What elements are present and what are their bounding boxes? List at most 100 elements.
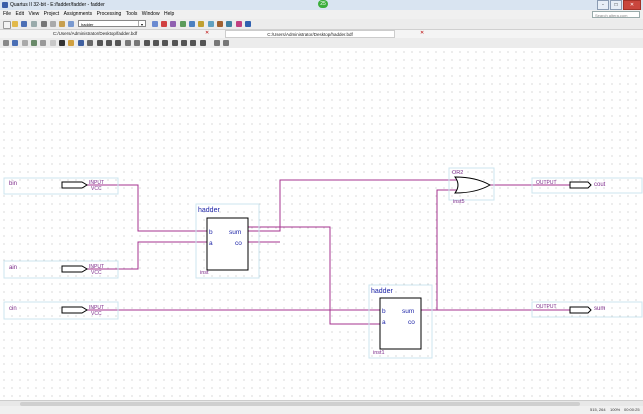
menu-view[interactable]: View [28,11,40,17]
compile-icon[interactable] [170,21,176,27]
search-input[interactable]: Search altera.com [592,11,640,18]
flip-vertical-icon[interactable] [190,40,196,46]
wire-inst1-co-to-or-in2 [421,189,465,311]
paste-icon[interactable] [59,21,65,27]
wire-inst-sum-to-or-in1 [248,179,465,232]
block-inst1-port-b: b [382,308,386,315]
menu-window[interactable]: Window [141,11,160,17]
print-icon[interactable] [31,21,37,27]
menu-processing[interactable]: Processing [96,11,122,17]
rtl-viewer-icon[interactable] [208,21,214,27]
wire-bin-to-inst-b [87,184,207,232]
oval-tool-icon[interactable] [172,40,178,46]
block-tool-icon[interactable] [87,40,93,46]
pin-type-ain: INPUT [89,264,104,270]
menu-tools[interactable]: Tools [125,11,138,17]
zoom-out-icon[interactable] [223,40,229,46]
output-pin-sum[interactable] [569,306,592,314]
pin-bin-highlight [3,177,119,195]
symbol-tool-icon[interactable] [68,40,74,46]
zoom-icon[interactable] [31,40,37,46]
or2-gate-inst5[interactable] [454,176,492,194]
pin-planner-icon[interactable] [217,21,223,27]
zoom-in-icon[interactable] [214,40,220,46]
open-folder-icon[interactable] [12,21,18,27]
input-pin-bin[interactable] [61,181,88,189]
flip-horizontal-icon[interactable] [181,40,187,46]
start-analysis-icon[interactable] [180,21,186,27]
scrollbar-thumb[interactable] [20,402,580,406]
menu-assignments[interactable]: Assignments [63,11,93,17]
arc-tool-icon[interactable] [153,40,159,46]
tab-fadder-close-icon[interactable]: ✕ [205,30,210,36]
status-bar: 515, 264 100% 00:00:25 [0,406,643,414]
cut-icon[interactable] [41,21,47,27]
notification-badge[interactable]: 25 [318,0,328,8]
quartus-app-icon [2,2,8,8]
stop-icon[interactable] [161,21,167,27]
undo-icon[interactable] [68,21,74,27]
orthogonal-bus-tool-icon[interactable] [106,40,112,46]
pin-name-ain: ain [9,265,17,271]
menu-file[interactable]: File [3,11,12,17]
chip-planner-icon[interactable] [226,21,232,27]
partial-line-selection-icon[interactable] [134,40,140,46]
pan-icon[interactable] [40,40,46,46]
status-coords: 515, 264 [590,407,606,412]
schematic-canvas[interactable]: bin INPUT VCC ain INPUT VCC cin INPUT VC… [0,48,643,400]
input-pin-cin[interactable] [61,306,88,314]
text-tool-icon[interactable] [59,40,65,46]
menu-help[interactable]: Help [163,11,175,17]
close-button[interactable]: ✕ [623,0,641,10]
block-inst-port-co: co [235,240,242,247]
block-inst-name: inst [200,270,209,276]
help-icon[interactable] [245,21,251,27]
menu-edit[interactable]: Edit [15,11,25,17]
tab-hadder-close-icon[interactable]: ✕ [420,30,425,36]
new-file-icon[interactable] [3,21,11,29]
rotate-icon[interactable] [200,40,206,46]
block-inst-title: hadder [198,207,220,214]
timing-analyzer-icon[interactable] [198,21,204,27]
output-pin-cout[interactable] [569,181,592,189]
tab-fadder[interactable]: C:/Users/Administrator/Desktop/fadder.bd… [52,31,138,36]
find-icon[interactable] [22,40,28,46]
pin-tool-icon[interactable] [78,40,84,46]
block-inst-highlight [195,203,260,279]
pin-type-cout: OUTPUT [536,180,557,186]
input-pin-ain[interactable] [61,265,88,273]
settings-icon[interactable] [152,21,158,27]
start-compilation-icon[interactable] [189,21,195,27]
save-icon[interactable] [21,21,27,27]
tab-hadder[interactable]: C:/Users/Administrator/Desktop/hadder.bd… [225,30,395,38]
rubberbanding-icon[interactable] [125,40,131,46]
block-inst-port-sum: sum [229,229,241,236]
rectangle-tool-icon[interactable] [162,40,168,46]
block-inst1-port-a: a [382,319,386,326]
pin-vcc-ain: VCC [91,270,102,276]
pin-cout-highlight [531,177,643,194]
programmer-icon[interactable] [236,21,242,27]
project-combo[interactable]: hadder ▾ [78,20,146,27]
minimize-button[interactable]: - [597,0,609,10]
pin-cin-highlight [3,301,119,320]
hadder-block-inst[interactable] [206,217,249,271]
horizontal-scrollbar[interactable] [0,400,643,407]
orthogonal-node-tool-icon[interactable] [97,40,103,46]
maximize-button[interactable]: □ [610,0,622,10]
selection-tool-icon[interactable] [50,40,56,46]
block-inst1-name: inst1 [373,350,385,356]
block-inst1-port-sum: sum [402,308,414,315]
conduit-tool-icon[interactable] [115,40,121,46]
copy-icon[interactable] [50,21,56,27]
pin-ain-highlight [3,260,119,279]
detach-window-icon[interactable] [3,40,9,46]
line-tool-icon[interactable] [144,40,150,46]
chevron-down-icon[interactable]: ▾ [138,21,145,27]
block-inst-port-a: a [209,240,213,247]
pin-type-sum: OUTPUT [536,304,557,310]
save-icon[interactable] [12,40,18,46]
hadder-block-inst1[interactable] [379,297,422,350]
menu-project[interactable]: Project [43,11,60,17]
window-title: Quartus II 32-bit - E:/fadder/fadder - f… [10,2,105,8]
